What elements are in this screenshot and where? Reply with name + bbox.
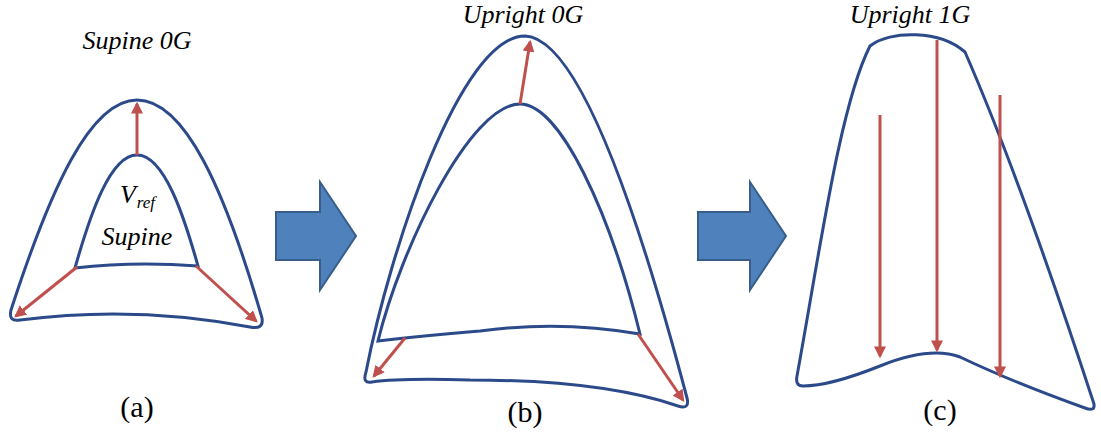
panel-b: Upright 0G (b) <box>360 0 695 440</box>
gravity-arrow <box>999 95 1002 376</box>
outer-outline <box>10 100 262 328</box>
expansion-arrow <box>520 42 530 104</box>
gravity-arrow <box>936 40 939 350</box>
gravity-arrow <box>879 115 882 356</box>
expansion-arrow <box>638 334 683 400</box>
block-arrow <box>276 182 356 290</box>
outer-outline <box>365 36 688 407</box>
expansion-arrow <box>196 266 256 321</box>
panel-a: Supine 0G (a) VrefSupine <box>5 22 273 437</box>
shape-label: (b) <box>508 397 543 427</box>
expansion-arrow <box>374 338 405 376</box>
shape-label: Supine 0G <box>82 28 191 54</box>
shape-label: V <box>120 182 136 208</box>
shape-label: Supine <box>102 224 173 250</box>
shape-label: Upright 1G <box>850 2 971 28</box>
panel-c: Upright 1G (c) <box>790 0 1096 440</box>
subscript: ref <box>137 194 155 211</box>
block-arrow <box>698 182 786 290</box>
inner-outline <box>75 155 198 268</box>
inner-outline <box>378 104 640 341</box>
shape-label: Upright 0G <box>463 2 584 28</box>
outer-outline <box>797 35 1094 410</box>
shape-label: (a) <box>120 392 153 422</box>
shape-label: (c) <box>923 395 956 425</box>
reference-volume: VrefSupine <box>75 160 200 265</box>
expansion-arrow <box>136 104 139 155</box>
expansion-arrow <box>16 267 77 316</box>
